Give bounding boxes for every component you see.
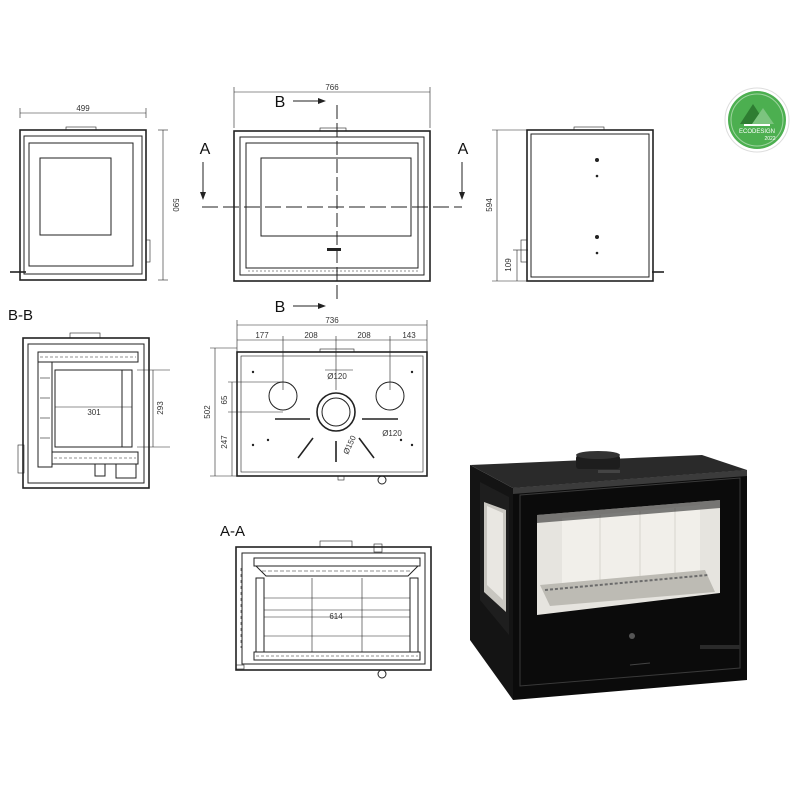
side-view: 594 109 — [485, 126, 664, 282]
top-offset-b-label: 247 — [220, 435, 229, 449]
top-depth-label: 502 — [203, 405, 212, 419]
section-a-right-label: A — [458, 141, 469, 158]
flue-center-label: Ø150 — [342, 434, 359, 456]
section-bb-height-label: 293 — [156, 401, 165, 415]
flue-right-label: Ø120 — [382, 429, 402, 438]
fireplace-photo — [470, 451, 747, 700]
section-bb-width-label: 301 — [87, 408, 101, 417]
top-spacing-4: 143 — [402, 331, 416, 340]
section-bb-title: B-B — [8, 307, 33, 324]
brand-logo-icon — [629, 633, 635, 639]
section-aa: A-A 614 — [220, 523, 432, 679]
front-height-label: 590 — [171, 198, 180, 212]
top-spacing-1: 177 — [255, 331, 269, 340]
badge-title: ECODESIGN — [739, 129, 775, 135]
side-foot-label: 109 — [504, 258, 513, 272]
front-view: 499 590 — [10, 104, 180, 281]
top-offset-a-label: 65 — [220, 395, 229, 404]
flue-left-label: Ø120 — [327, 372, 347, 381]
front-width-label: 499 — [76, 104, 90, 113]
middle-width-label: 766 — [325, 83, 339, 92]
side-height-label: 594 — [485, 198, 494, 212]
middle-view: 766 B A A B — [200, 83, 469, 316]
top-spacing-3: 208 — [357, 331, 371, 340]
top-width-label: 736 — [325, 316, 339, 325]
ecodesign-badge: ECODESIGN 2022 — [724, 87, 790, 153]
top-spacing-2: 208 — [304, 331, 318, 340]
section-b-bottom-label: B — [275, 299, 286, 316]
badge-year: 2022 — [764, 136, 775, 142]
top-view: 736 177 208 208 143 Ø120 Ø120 Ø150 — [203, 316, 428, 485]
section-bb: B-B 301 293 — [8, 307, 170, 489]
section-aa-title: A-A — [220, 523, 245, 540]
section-b-top-label: B — [275, 94, 286, 111]
section-aa-width-label: 614 — [329, 612, 343, 621]
section-a-left-label: A — [200, 141, 211, 158]
